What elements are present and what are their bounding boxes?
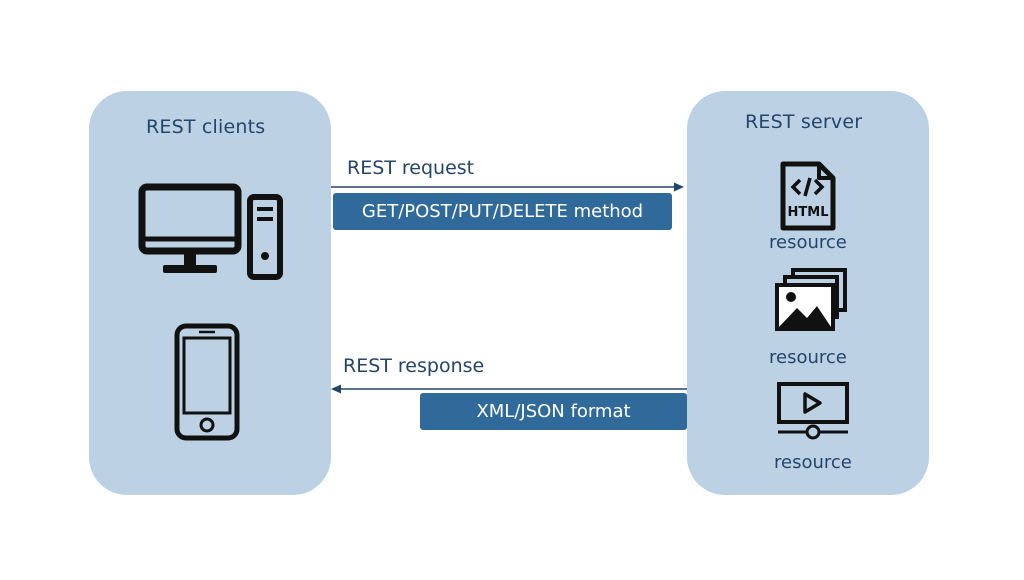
request-method-text: GET/POST/PUT/DELETE method <box>361 201 644 222</box>
request-label: REST request <box>347 157 475 179</box>
request-arrow <box>331 182 684 192</box>
video-player-icon <box>777 382 849 440</box>
clients-panel <box>89 91 331 495</box>
response-label: REST response <box>343 355 485 377</box>
image-gallery-icon <box>775 268 847 331</box>
response-arrow <box>331 384 687 394</box>
smartphone-icon <box>174 323 240 441</box>
server-title: REST server <box>745 111 863 133</box>
response-format-text: XML/JSON format <box>476 401 631 422</box>
resource-label-image: resource <box>769 347 847 368</box>
svg-text:HTML: HTML <box>788 205 829 220</box>
request-method-pill: GET/POST/PUT/DELETE method <box>333 193 672 230</box>
response-format-pill: XML/JSON format <box>420 393 687 430</box>
resource-label-html: resource <box>769 232 847 253</box>
resource-label-video: resource <box>774 452 852 473</box>
desktop-computer-icon <box>138 183 283 280</box>
html-file-icon: HTML <box>780 161 836 231</box>
clients-title: REST clients <box>146 116 266 138</box>
